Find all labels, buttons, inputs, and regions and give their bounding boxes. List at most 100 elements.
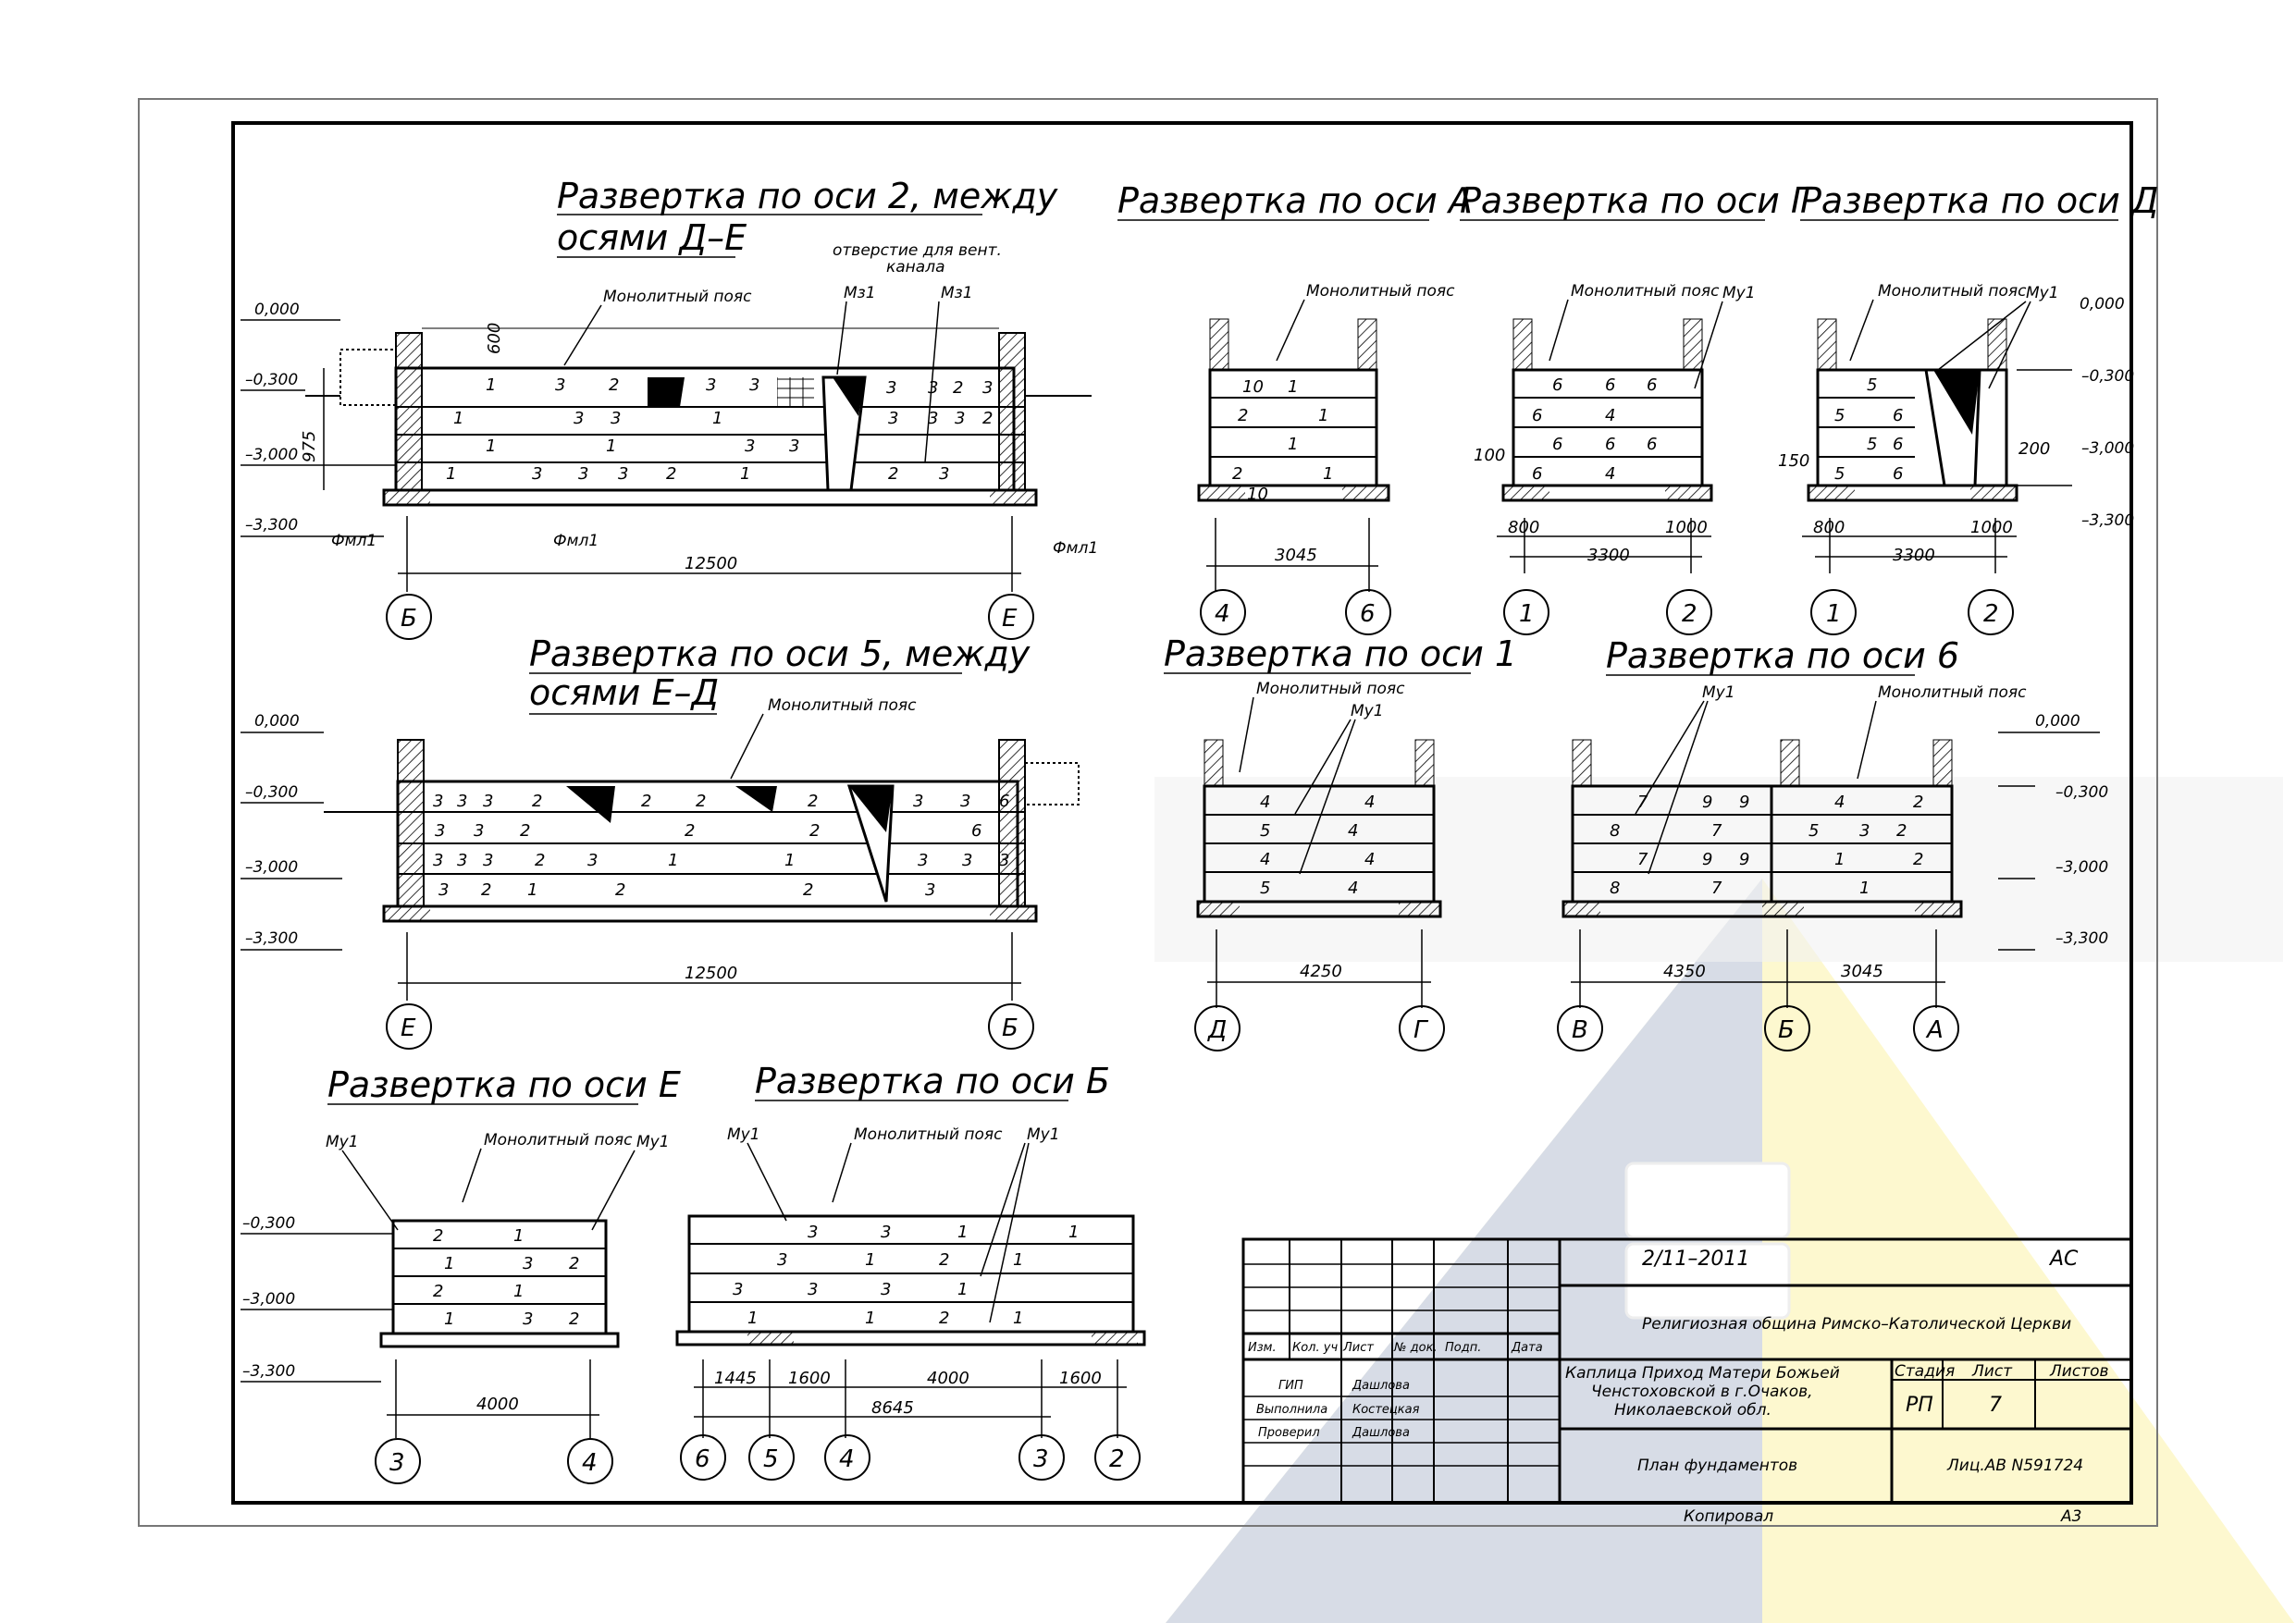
view-title: Развертка по оси Д	[1800, 180, 2159, 221]
tb-role: Проверил	[1258, 1426, 1320, 1440]
block-label: 6	[999, 792, 1009, 811]
block-label: 6	[1893, 464, 1903, 484]
block-label: 7	[1711, 879, 1722, 898]
belt-label: Монолитный пояс	[603, 288, 752, 306]
block-label: 9	[1739, 793, 1749, 812]
block-label: 3	[925, 880, 935, 900]
elevation-label: 0,000	[254, 712, 300, 731]
vent-label-2: канала	[886, 258, 945, 277]
elevation-label: –3,300	[245, 929, 298, 948]
elevation-label: –0,300	[245, 783, 298, 802]
block-label: 1	[513, 1282, 524, 1301]
block-label: 4	[1605, 464, 1615, 484]
elevation-label: –3,300	[245, 516, 298, 535]
block-label: 2	[953, 378, 963, 398]
dimension-label: 3045	[1841, 962, 1883, 981]
axis-label: 6	[1360, 600, 1376, 628]
axis-label: 2	[1682, 600, 1697, 628]
block-label: 3	[611, 409, 621, 428]
axis-label: 1	[1519, 600, 1535, 628]
block-label: 4	[1364, 793, 1375, 812]
elevation-label: 0,000	[2035, 712, 2080, 731]
view-title: Развертка по оси 1	[1164, 633, 1517, 674]
block-label: 3	[886, 378, 896, 398]
tb-role: Выполнила	[1256, 1403, 1327, 1417]
block-label: 1	[446, 464, 456, 484]
mu-label: Му1	[2026, 284, 2059, 302]
axis-label: 5	[763, 1445, 779, 1473]
axis-label: Г	[1413, 1016, 1429, 1044]
block-label: 3	[881, 1223, 891, 1242]
block-label: 3	[435, 821, 445, 841]
view-title: Развертка по оси 6	[1606, 635, 1959, 676]
block-label: 6	[1647, 435, 1657, 454]
block-label: 3	[939, 464, 949, 484]
block-label: 3	[618, 464, 628, 484]
elevation-label: –0,300	[245, 371, 298, 389]
block-label: 1	[1288, 435, 1298, 454]
view-axis-6: Развертка по оси 6 Му1 Монолитный пояс 7…	[1557, 635, 2108, 1051]
block-label: 3	[999, 851, 1009, 870]
block-label: 2	[696, 792, 706, 811]
block-label: 1	[606, 436, 616, 456]
block-label: 6	[971, 821, 981, 841]
block-label: 1	[865, 1250, 875, 1270]
watermark-logo	[1154, 777, 2294, 1623]
vent-label: отверстие для вент.	[833, 241, 1002, 260]
axis-label: 4	[582, 1449, 598, 1477]
belt-label: Монолитный пояс	[1878, 282, 2027, 301]
block-label: 2	[615, 880, 625, 900]
fml-label: Фмл1	[553, 532, 599, 550]
tb-stage: РП	[1906, 1394, 1933, 1417]
tb-project-1: Каплица Приход Матери Божьей	[1565, 1364, 1840, 1383]
tb-stage-header: Стадия	[1895, 1362, 1955, 1381]
tb-header-list: Лист	[1342, 1341, 1374, 1355]
mu-label: Му1	[1722, 284, 1756, 302]
fml-label: Фмл1	[331, 532, 376, 550]
block-label: 6	[1532, 464, 1542, 484]
elevation-label: –3,300	[2055, 929, 2108, 948]
view-axis-1: Развертка по оси 1 Монолитный пояс Му1 4…	[1164, 633, 1517, 1051]
block-label: 1	[668, 851, 678, 870]
block-label: 3	[457, 792, 467, 811]
block-label: 1	[740, 464, 750, 484]
block-label: 5	[1808, 821, 1819, 841]
block-label: 4	[1605, 406, 1615, 425]
block-label: 3	[777, 1250, 787, 1270]
axis-label: В	[1572, 1016, 1588, 1044]
tb-code: 2/11–2011	[1642, 1248, 1749, 1271]
dimension-label: 1445	[714, 1369, 757, 1388]
block-label: 3	[474, 821, 484, 841]
axis-label: 3	[389, 1449, 405, 1477]
block-label: 6	[1893, 435, 1903, 454]
tb-project-2: Ченстоховской в г.Очаков,	[1591, 1383, 1813, 1401]
elevation-label: –3,300	[242, 1362, 295, 1381]
axis-label: Е	[1002, 605, 1018, 633]
block-label: 4	[1260, 850, 1270, 869]
view-axis-D: Развертка по оси Д Монолитный пояс Му1 5…	[1778, 180, 2159, 635]
block-label: 3	[555, 375, 565, 395]
block-label: 6	[1605, 435, 1615, 454]
elevation-label: –3,000	[2055, 858, 2108, 877]
block-label: 2	[641, 792, 651, 811]
dimension-label: 200	[2018, 439, 2050, 459]
elevation-label: –0,300	[2055, 783, 2108, 802]
view-axis-2: Развертка по оси 2, между осями Д–Е Моно…	[241, 176, 1098, 640]
tb-name: Костецкая	[1352, 1403, 1420, 1417]
dimension-label: 1600	[1059, 1369, 1102, 1388]
belt-label: Монолитный пояс	[768, 696, 917, 715]
block-label: 1	[957, 1223, 968, 1242]
block-label: 2	[535, 851, 545, 870]
dimension-label: 1600	[788, 1369, 831, 1388]
block-label: 3	[1859, 821, 1870, 841]
belt-label: Монолитный пояс	[484, 1131, 633, 1150]
tb-format: А3	[2060, 1507, 2081, 1526]
block-label: 5	[1260, 879, 1270, 898]
tb-header-kol: Кол. уч	[1292, 1341, 1338, 1355]
block-label: 1	[1859, 879, 1870, 898]
block-label: 1	[1013, 1250, 1023, 1270]
dimension-label: 3045	[1275, 546, 1317, 565]
axis-label: 1	[1826, 600, 1842, 628]
tb-list-header: Лист	[1971, 1362, 2013, 1381]
